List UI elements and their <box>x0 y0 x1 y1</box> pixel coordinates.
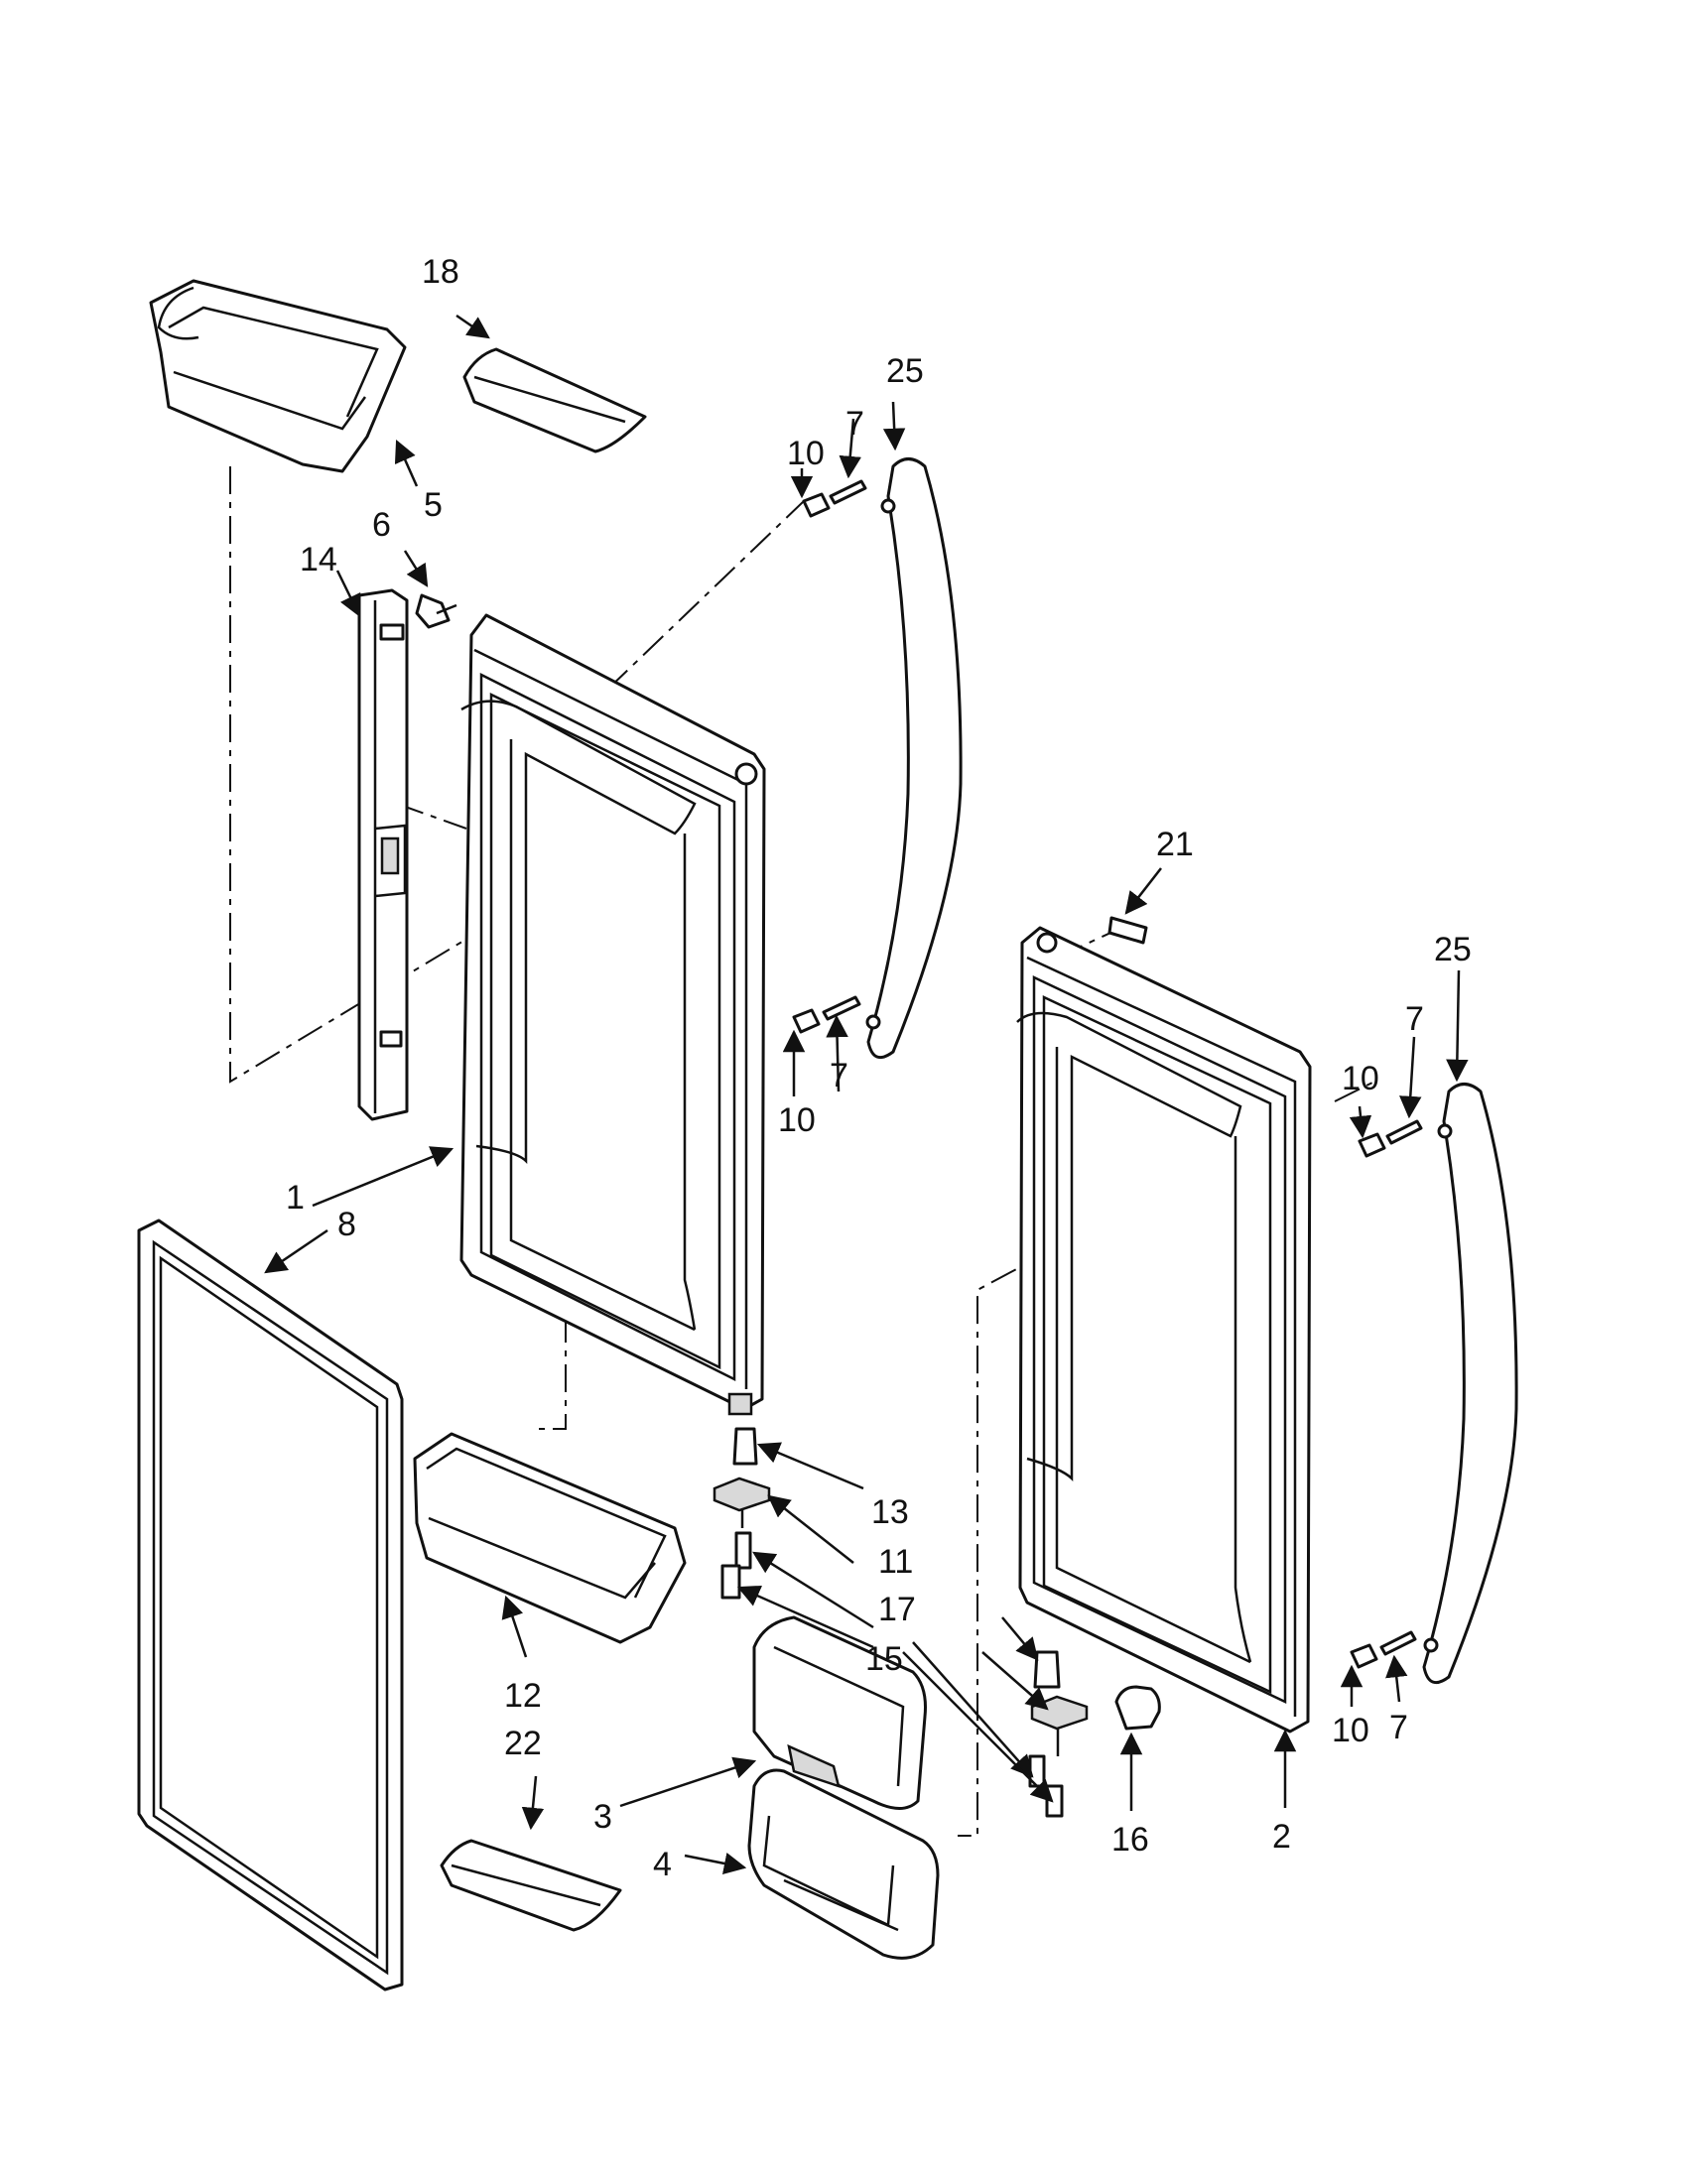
callout-15: 15 <box>865 1640 903 1678</box>
callout-labels: 18 5 25 10 7 6 14 21 25 10 7 10 7 1 8 13… <box>286 253 1472 1883</box>
lower-bin-cover <box>440 1839 622 1932</box>
callout-2: 2 <box>1272 1818 1291 1856</box>
callout-16: 16 <box>1111 1821 1149 1859</box>
callout-11: 11 <box>878 1543 913 1581</box>
callout-25-right: 25 <box>1434 931 1472 968</box>
callout-18: 18 <box>422 253 459 291</box>
left-handle-fasteners <box>792 479 867 1034</box>
callout-7-right-upper: 7 <box>1405 1000 1424 1038</box>
callout-10-left-lower: 10 <box>778 1101 816 1139</box>
callout-22: 22 <box>504 1725 542 1762</box>
callout-25: 25 <box>886 352 924 390</box>
hinge-cap <box>1114 1685 1161 1731</box>
callout-12: 12 <box>504 1677 542 1715</box>
left-door-handle <box>865 457 963 1060</box>
callout-6: 6 <box>372 506 391 544</box>
left-door <box>459 613 766 1416</box>
callout-7: 7 <box>845 405 864 443</box>
lower-hinge-bracket <box>747 1768 940 1960</box>
callout-4: 4 <box>653 1846 672 1883</box>
callout-8: 8 <box>337 1206 356 1243</box>
callout-7-left-lower: 7 <box>830 1057 848 1094</box>
callout-3: 3 <box>593 1798 612 1836</box>
door-label-strip <box>1107 916 1148 945</box>
callout-1: 1 <box>286 1179 305 1217</box>
right-hinge-hardware <box>1028 1650 1089 1818</box>
center-mullion <box>357 588 409 1121</box>
left-hinge-hardware <box>713 1427 771 1600</box>
right-door-handle <box>1422 1083 1518 1685</box>
callout-7-right-lower: 7 <box>1389 1709 1408 1746</box>
callout-10-right-upper: 10 <box>1342 1060 1379 1097</box>
callout-10-right-lower: 10 <box>1332 1712 1369 1749</box>
callout-10: 10 <box>787 435 825 472</box>
right-handle-fasteners <box>1350 1119 1423 1669</box>
door-gasket <box>137 1219 404 1991</box>
callout-5: 5 <box>424 486 443 524</box>
callout-17: 17 <box>878 1591 916 1628</box>
hinge-cover <box>752 1615 927 1810</box>
upper-door-bin <box>149 279 407 473</box>
callout-13: 13 <box>871 1493 909 1531</box>
right-door <box>1016 926 1312 1734</box>
upper-bin-cover <box>462 347 647 453</box>
callout-14: 14 <box>300 541 337 578</box>
callout-leaders <box>264 314 1469 1875</box>
callout-21: 21 <box>1156 826 1194 863</box>
lower-door-bin <box>413 1432 687 1644</box>
mullion-screw <box>415 593 457 629</box>
